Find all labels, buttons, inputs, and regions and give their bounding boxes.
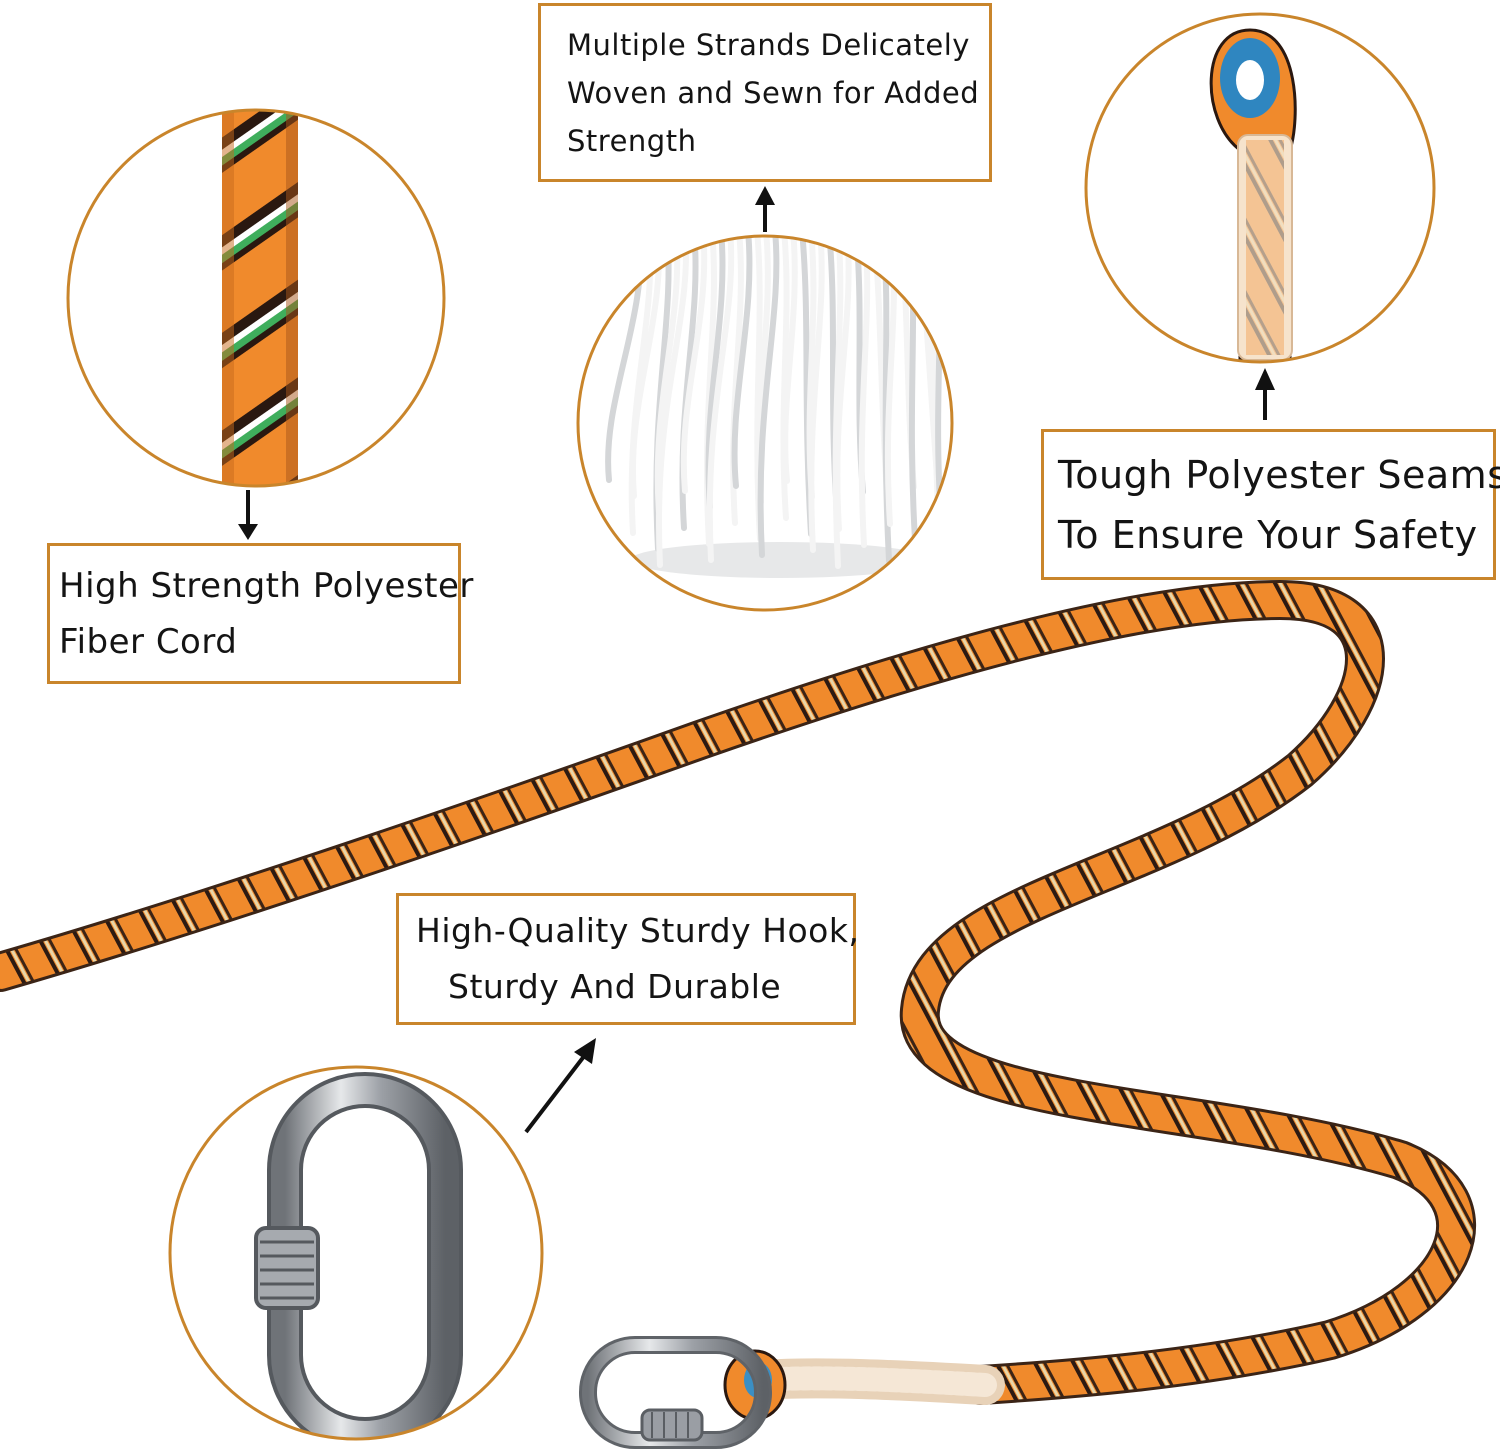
- callout-line: High Strength Polyester: [59, 565, 474, 606]
- callout-line: Multiple Strands Delicately: [567, 27, 970, 62]
- main-rope: [0, 579, 1477, 1421]
- fiber-callout: High Strength Polyester Fiber Cord: [47, 543, 474, 684]
- strand-shadow: [630, 542, 930, 578]
- hook-callout: High-Quality Sturdy Hook, Sturdy And Dur…: [396, 893, 860, 1025]
- arrow-icon: [238, 490, 258, 540]
- callout-line: Fiber Cord: [59, 621, 238, 662]
- callout-line: Strength: [567, 123, 697, 158]
- loop-closeup-circle: [1084, 12, 1436, 364]
- callout-line: To Ensure Your Safety: [1058, 512, 1478, 557]
- strand-fiber: [907, 236, 918, 543]
- callout-line: Woven and Sewn for Added: [567, 75, 980, 110]
- strands-callout: Multiple Strands Delicately Woven and Se…: [538, 3, 992, 182]
- strand-fiber: [782, 236, 798, 484]
- seams-callout: Tough Polyester Seams To Ensure Your Saf…: [1041, 429, 1500, 580]
- strand-fiber: [834, 236, 852, 532]
- arrow-icon: [1255, 368, 1275, 420]
- strand-fiber: [680, 236, 708, 494]
- strand-fiber: [808, 236, 825, 553]
- arrow-icon: [755, 186, 775, 232]
- callout-line: Sturdy And Durable: [448, 967, 782, 1006]
- rope-closeup-circle: [66, 108, 446, 488]
- strand-fiber: [757, 236, 780, 558]
- callout-line: High-Quality Sturdy Hook,: [416, 911, 860, 950]
- strand-fiber: [934, 236, 944, 522]
- strand-fiber: [731, 236, 753, 489]
- arrow-icon: [524, 1038, 596, 1134]
- strand-fiber: [706, 236, 735, 563]
- callout-line: Tough Polyester Seams: [1058, 452, 1500, 497]
- hook-closeup-circle: [168, 1065, 544, 1441]
- strands-closeup-circle: [576, 234, 954, 612]
- strand-fiber: [655, 236, 690, 568]
- main-carabiner: [579, 1336, 772, 1449]
